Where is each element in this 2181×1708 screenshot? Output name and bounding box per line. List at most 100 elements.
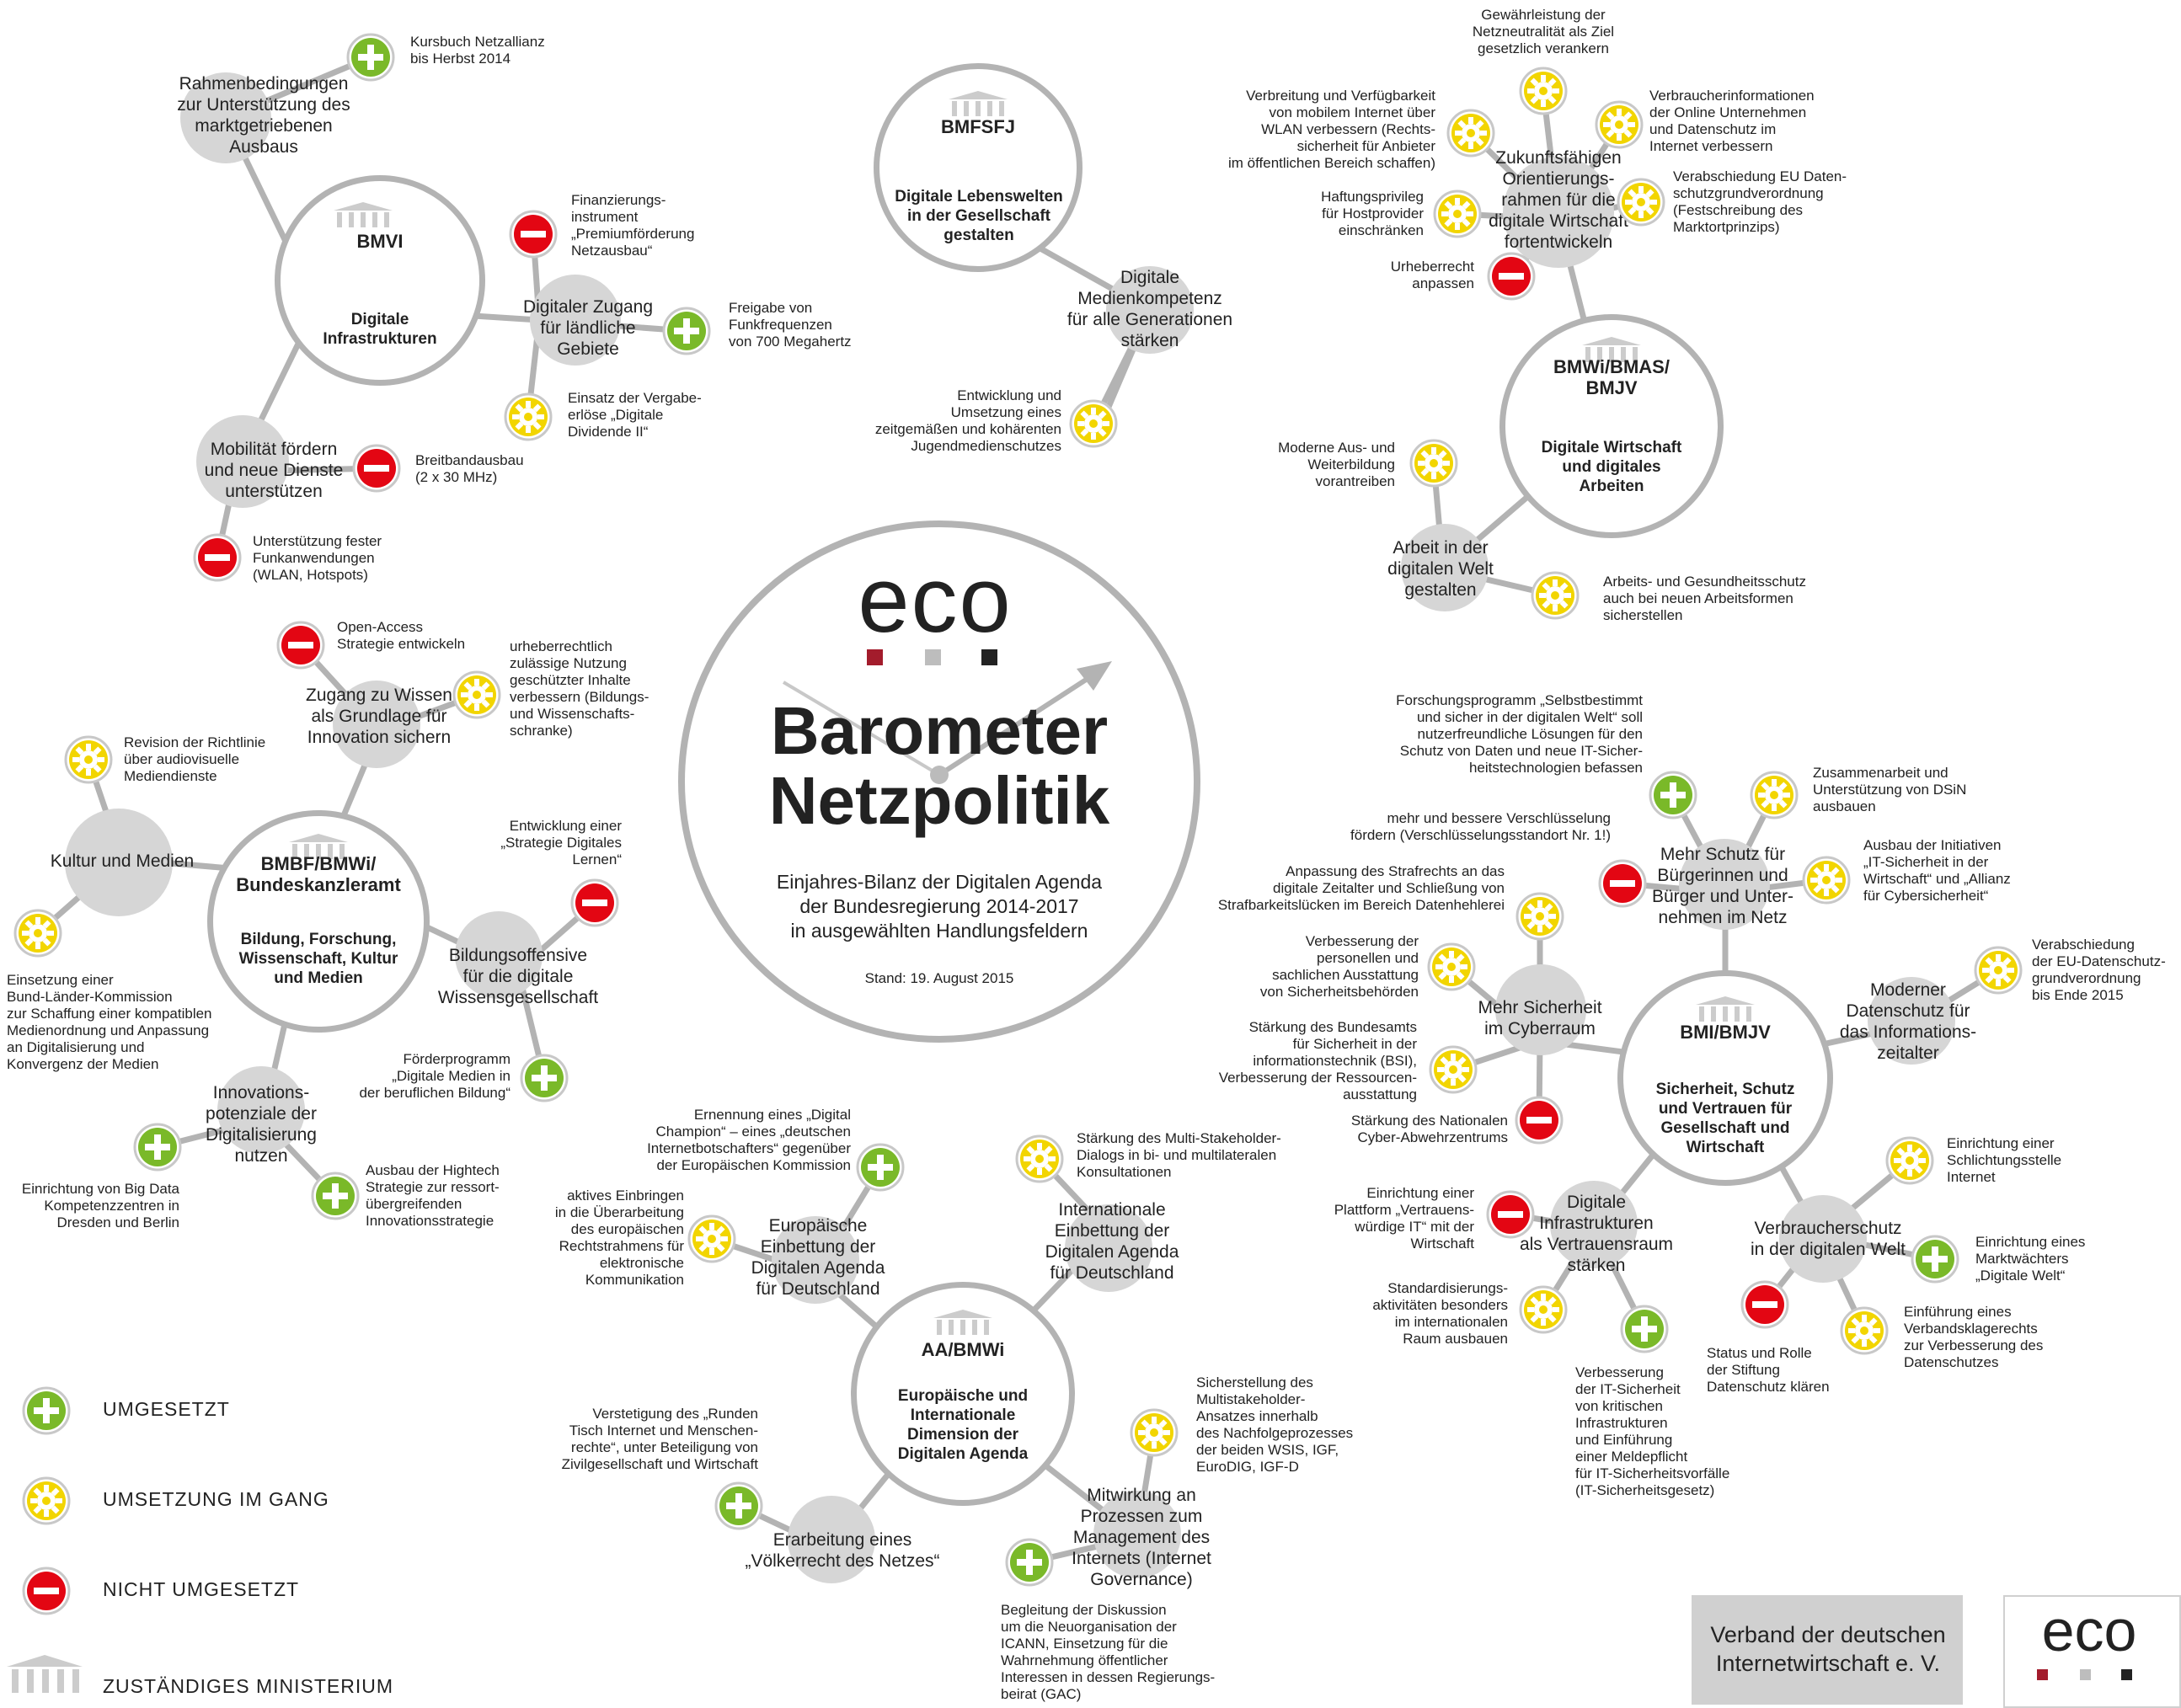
not-implemented-minus-icon <box>193 533 242 582</box>
implemented-plus-icon <box>856 1143 905 1192</box>
implemented-plus-icon <box>520 1054 569 1102</box>
center-title-line1: Barometer <box>770 693 1109 768</box>
not-implemented-minus-icon <box>1515 1096 1564 1145</box>
not-implemented-minus-icon <box>1598 859 1647 908</box>
legend-in-progress-label: UMSETZUNG IM GANG <box>103 1488 329 1510</box>
item-text: Breitbandausbau (2 x 30 MHz) <box>415 452 524 485</box>
in-progress-gear-icon <box>1885 1136 1934 1185</box>
in-progress-gear-icon <box>1427 942 1476 991</box>
item-text: Verabschiedung der EU-Datenschutz- grund… <box>2032 937 2166 1003</box>
not-implemented-minus-icon <box>1486 1190 1535 1239</box>
logo-red-square <box>867 649 883 665</box>
item-text: Finanzierungs- instrument „Premiumförder… <box>571 192 695 259</box>
item-text: Verbreitung und Verfügbarkeit von mobile… <box>1227 88 1435 171</box>
subtopic-label: Zugang zu Wissen als Grundlage für Innov… <box>306 686 452 747</box>
item-text: Verabschiedung EU Daten- schutzgrundvero… <box>1673 168 1847 235</box>
in-progress-gear-icon <box>452 670 501 719</box>
ministry-topic: Europäische und Internationale Dimension… <box>897 1387 1029 1463</box>
item-text: Verstetigung des „Runden Tisch Internet … <box>561 1406 758 1472</box>
legend-implemented-label: UMGESETZT <box>103 1398 230 1420</box>
in-progress-gear-icon <box>1409 439 1458 488</box>
legend-ministry-label: ZUSTÄNDIGES MINISTERIUM <box>103 1675 394 1697</box>
subtopic-label: Mitwirkung an Prozessen zum Management d… <box>1072 1486 1211 1589</box>
item-text: Freigabe von Funkfrequenzen von 700 Mega… <box>729 300 852 350</box>
item-text: Unterstützung fester Funkanwendungen (WL… <box>253 533 382 583</box>
item-text: Einrichtung einer Schlichtungsstelle Int… <box>1947 1135 2062 1185</box>
in-progress-gear-icon <box>22 1476 71 1525</box>
ministry-building-icon <box>1582 337 1641 362</box>
item-text: Ausbau der Initiativen „IT-Sicherheit in… <box>1863 837 2011 904</box>
subtopic-node <box>1679 839 1770 930</box>
ministry-name: BMBF/BMWi/ Bundeskanzleramt <box>236 853 401 895</box>
item-text: Standardisierungs- aktivitäten besonders… <box>1372 1280 1508 1347</box>
not-implemented-minus-icon <box>1487 252 1536 301</box>
ministry-name: AA/BMWi <box>921 1339 1005 1360</box>
in-progress-gear-icon <box>1069 399 1118 448</box>
subtopic-label: Digitaler Zugang für ländliche Gebiete <box>522 297 654 359</box>
item-text: Anpassung des Strafrechts an das digital… <box>1217 863 1505 913</box>
item-text: Einsatz der Vergabe- erlöse „Digitale Di… <box>568 390 702 440</box>
logo-black-square <box>981 649 997 665</box>
subtopic-label: Mobilität fördern und neue Dienste unter… <box>204 440 344 501</box>
ministry-name: BMWi/BMAS/ BMJV <box>1553 356 1670 398</box>
subtopic-label: Mehr Sicherheit im Cyberraum <box>1478 998 1602 1038</box>
in-progress-gear-icon <box>1519 1285 1568 1334</box>
ministry-topic: Digitale Lebenswelten in der Gesellschaf… <box>895 188 1063 244</box>
implemented-plus-icon <box>22 1386 71 1435</box>
in-progress-gear-icon <box>1446 109 1495 157</box>
not-implemented-minus-icon <box>276 621 325 670</box>
implemented-plus-icon <box>311 1172 360 1220</box>
in-progress-gear-icon <box>1531 571 1580 620</box>
subtopic-node <box>1550 1181 1638 1268</box>
logo-black-square <box>2121 1669 2132 1680</box>
item-text: Verbesserung der personellen und sachlic… <box>1259 933 1419 1000</box>
in-progress-gear-icon <box>504 392 553 441</box>
item-text: aktives Einbringen in die Überarbeitung … <box>554 1188 684 1288</box>
in-progress-gear-icon <box>1840 1306 1889 1355</box>
subtopic-node <box>530 275 621 366</box>
item-text: Ausbau der Hightech Strategie zur ressor… <box>366 1162 500 1229</box>
item-text: Urheberrecht anpassen <box>1390 259 1474 291</box>
in-progress-gear-icon <box>13 909 62 958</box>
item-text: Entwicklung einer „Strategie Digitales L… <box>500 818 622 867</box>
subtopic-node <box>1495 964 1586 1055</box>
in-progress-gear-icon <box>1595 100 1644 149</box>
logo-grey-square <box>925 649 941 665</box>
ministry-name: BMI/BMJV <box>1680 1022 1771 1043</box>
subtopic-node <box>196 415 289 508</box>
implemented-plus-icon <box>1911 1235 1959 1284</box>
implemented-plus-icon <box>1005 1538 1054 1587</box>
not-implemented-minus-icon <box>352 444 401 493</box>
item-text: Stärkung des Nationalen Cyber-Abwehrzent… <box>1350 1113 1508 1145</box>
not-implemented-minus-icon <box>570 878 619 927</box>
subtopic-label: Internationale Einbettung der Digitalen … <box>1045 1200 1179 1283</box>
subtopic-label: Moderner Datenschutz für das Information… <box>1839 980 1977 1063</box>
item-text: Status und Rolle der Stiftung Datenschut… <box>1707 1345 1830 1395</box>
item-text: Einrichtung eines Marktwächters „Digital… <box>1975 1234 2086 1284</box>
subtopic-node <box>772 1216 859 1304</box>
ministry-building-icon <box>334 202 393 227</box>
item-text: Entwicklung und Umsetzung eines zeitgemä… <box>874 387 1061 454</box>
subtopic-node <box>1401 524 1489 611</box>
implemented-plus-icon <box>1649 771 1697 819</box>
subtopic-label: Zukunftsfähigen Orientierungs- rahmen fü… <box>1489 148 1628 252</box>
ministry-topic: Digitale Infrastrukturen <box>323 311 437 348</box>
ministry-circle-bmi <box>1617 970 1833 1186</box>
implemented-plus-icon <box>133 1123 182 1172</box>
item-text: Ernennung eines „Digital Champion“ – ein… <box>647 1107 851 1173</box>
implemented-plus-icon <box>714 1481 763 1530</box>
footer-logo-box <box>2003 1595 2181 1708</box>
not-implemented-minus-icon <box>1740 1280 1789 1329</box>
ministry-building-icon <box>7 1655 83 1693</box>
subtopic-label: Arbeit in der digitalen Welt gestalten <box>1387 538 1494 600</box>
item-text: Einrichtung von Big Data Kompetenzzentre… <box>21 1181 179 1230</box>
ministry-building-icon <box>289 834 348 859</box>
in-progress-gear-icon <box>1433 189 1482 238</box>
footer-org-box <box>1692 1595 1963 1705</box>
ministry-topic: Digitale Wirtschaft und digitales Arbeit… <box>1541 439 1682 495</box>
item-text: mehr und bessere Verschlüsselung fördern… <box>1350 810 1611 843</box>
subtopic-node <box>1503 157 1614 268</box>
in-progress-gear-icon <box>1130 1408 1179 1457</box>
subtopic-label: Europäische Einbettung der Digitalen Age… <box>751 1216 885 1299</box>
item-text: Moderne Aus- und Weiterbildung vorantrei… <box>1278 440 1395 489</box>
